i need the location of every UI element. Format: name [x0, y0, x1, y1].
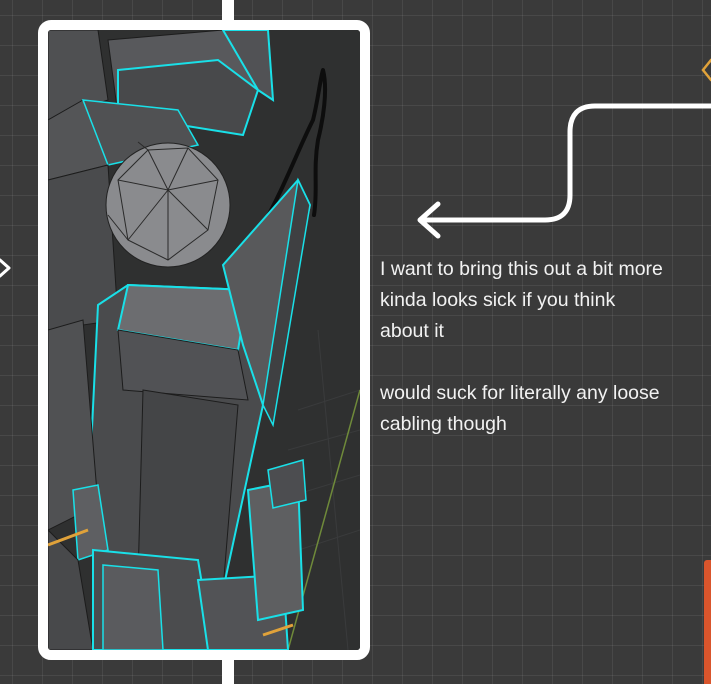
curved-arrow-left-icon: [417, 103, 711, 239]
chevron-right-icon[interactable]: [0, 258, 12, 278]
note-line: I want to bring this out a bit more: [380, 258, 663, 280]
note-line: would suck for literally any loose: [380, 382, 660, 404]
sticky-note-text[interactable]: I want to bring this out a bit more kind…: [380, 254, 710, 440]
partial-shape-icon: [701, 58, 711, 82]
note-line: cabling though: [380, 413, 507, 435]
note-line: kinda looks sick if you think: [380, 289, 616, 311]
note-line: about it: [380, 320, 444, 342]
blender-model-screenshot: [48, 30, 360, 650]
pasted-image-card[interactable]: [38, 20, 370, 660]
orange-card-edge[interactable]: [704, 560, 711, 684]
note-spacer: [380, 347, 710, 378]
